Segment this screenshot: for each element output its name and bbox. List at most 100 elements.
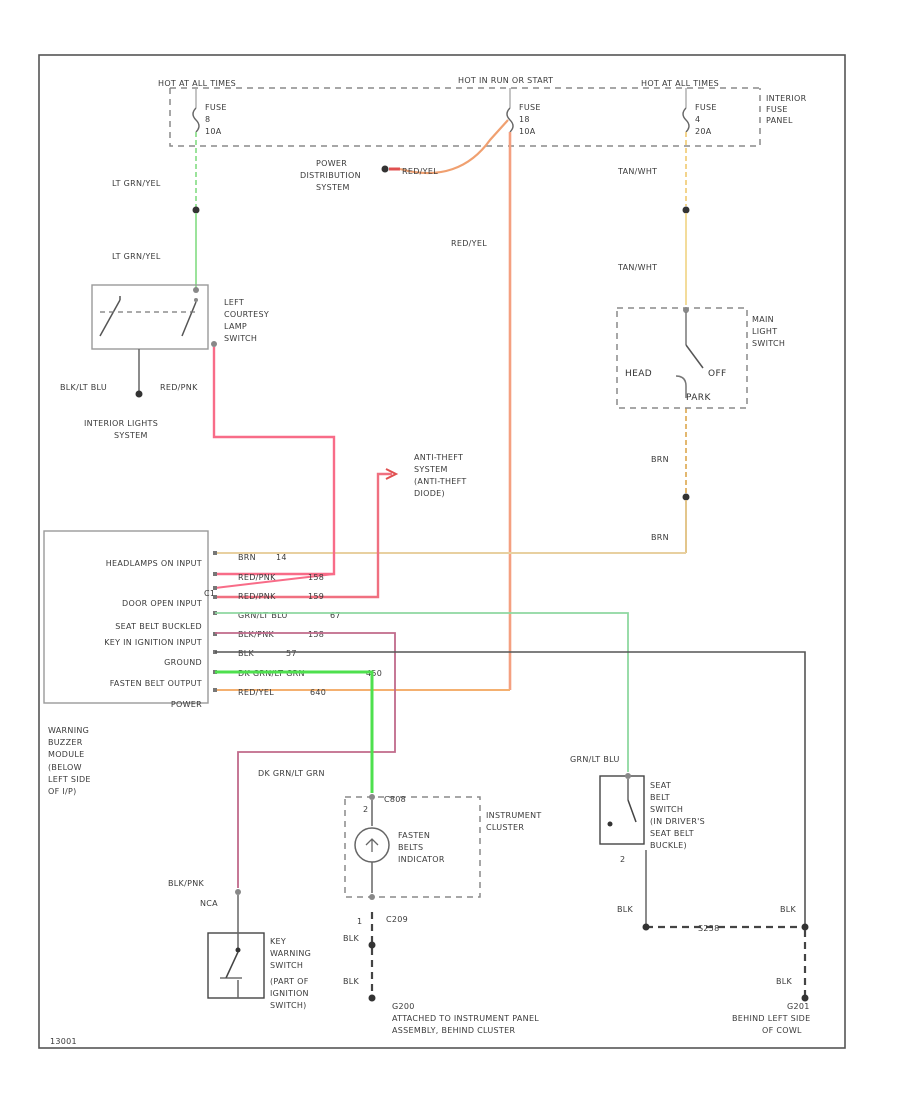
pin-wire-red-pnk-1: RED/PNK (238, 573, 276, 582)
pds-terminal (381, 165, 389, 173)
fasten-belts-label-3: INDICATOR (398, 855, 445, 864)
key-switch-conn: NCA (200, 899, 218, 908)
tan-wht-label-1: TAN/WHT (617, 167, 657, 176)
blk-label-e: BLK (776, 977, 793, 986)
fuse-8: FUSE 8 10A (192, 88, 226, 136)
ground-g201: G201 BEHIND LEFT SIDE OF COWL (732, 1002, 810, 1035)
pds-label-2: DISTRIBUTION (300, 171, 361, 180)
pin-wire-red-pnk-2: RED/PNK (238, 592, 276, 601)
key-switch-label-5: IGNITION (270, 989, 309, 998)
instrument-cluster: C808 2 FASTEN BELTS INDICATOR INSTRUMENT… (343, 794, 541, 1002)
panel-label-2: FUSE (766, 105, 788, 114)
key-switch-label-4: (PART OF (270, 977, 309, 986)
anti-theft-label-2: SYSTEM (414, 465, 448, 474)
pin-circuit-450: 450 (366, 669, 382, 678)
switch-park-label: PARK (686, 393, 711, 403)
pin-wire-red-yel: RED/YEL (238, 688, 274, 697)
panel-label-3: PANEL (766, 116, 793, 125)
pin-wire-brn: BRN (238, 553, 256, 562)
courtesy-label-4: SWITCH (224, 334, 257, 343)
key-switch-label-3: SWITCH (270, 961, 303, 970)
main-light-switch-label-3: SWITCH (752, 339, 785, 348)
dk-grn-lt-grn-wire (215, 670, 374, 793)
anti-theft-label-3: (ANTI-THEFT (414, 477, 467, 486)
module-input-seat-belt: SEAT BELT BUCKLED (115, 622, 202, 631)
courtesy-label-3: LAMP (224, 322, 247, 331)
blk-label-c: BLK (617, 905, 634, 914)
module-label-2: BUZZER (48, 738, 83, 747)
key-switch-label-1: KEY (270, 937, 286, 946)
fuse-18-label: FUSE (519, 103, 541, 112)
pin-circuit-640: 640 (310, 688, 326, 697)
pds-wire-label: RED/YEL (402, 167, 438, 176)
fuse-4-number: 4 (695, 115, 700, 124)
fasten-belts-label-1: FASTEN (398, 831, 430, 840)
grn-lt-blu-wire (215, 612, 629, 772)
module-label-6: OF I/P) (48, 787, 77, 796)
splice-s258: S258 (698, 924, 720, 933)
seat-belt-pin: 2 (620, 855, 625, 864)
interior-lights-label-1: INTERIOR LIGHTS (84, 419, 158, 428)
switch-off-label: OFF (708, 369, 727, 379)
module-input-key: KEY IN IGNITION INPUT (104, 638, 202, 647)
fuse-8-number: 8 (205, 115, 210, 124)
cluster-label-2: CLUSTER (486, 823, 524, 832)
key-switch-label-2: WARNING (270, 949, 311, 958)
blk-label-d: BLK (780, 905, 797, 914)
grn-lt-blu-label: GRN/LT BLU (570, 755, 620, 764)
blk-pnk-wire (215, 632, 396, 888)
g201-desc-1: BEHIND LEFT SIDE (732, 1014, 810, 1023)
anti-theft-label-1: ANTI-THEFT (414, 453, 463, 462)
hot-label-center: HOT IN RUN OR START (458, 76, 553, 85)
module-input-headlamps: HEADLAMPS ON INPUT (106, 559, 202, 568)
seat-belt-label-3: SWITCH (650, 805, 683, 814)
seat-belt-label-2: BELT (650, 793, 670, 802)
g201-label: G201 (787, 1002, 810, 1011)
fuse-18-number: 18 (519, 115, 530, 124)
g200-desc-2: ASSEMBLY, BEHIND CLUSTER (392, 1026, 515, 1035)
warning-buzzer-module: HEADLAMPS ON INPUT DOOR OPEN INPUT SEAT … (43, 530, 382, 796)
courtesy-label-2: COURTESY (224, 310, 269, 319)
anti-theft-label-4: DIODE) (414, 489, 445, 498)
blk-pnk-label: BLK/PNK (168, 879, 204, 888)
module-label-4: (BELOW (48, 763, 82, 772)
tan-wht-label-2: TAN/WHT (617, 263, 657, 272)
fuse-4-label: FUSE (695, 103, 717, 112)
seat-belt-label-1: SEAT (650, 781, 671, 790)
switch-head-label: HEAD (625, 369, 652, 379)
ground-g200: G200 ATTACHED TO INSTRUMENT PANEL ASSEMB… (392, 1002, 539, 1035)
module-label-3: MODULE (48, 750, 85, 759)
hot-label-left: HOT AT ALL TIMES (158, 79, 236, 88)
key-warning-switch: NCA KEY WARNING SWITCH (PART OF IGNITION… (200, 889, 311, 1010)
pin-circuit-57: 57 (286, 649, 297, 658)
module-input-ground: GROUND (164, 658, 202, 667)
diagram-code: 13001 (50, 1037, 77, 1046)
fuse-18-rating: 10A (519, 127, 536, 136)
hot-label-right: HOT AT ALL TIMES (641, 79, 719, 88)
brn-label-2: BRN (651, 533, 669, 542)
blk-label-b: BLK (343, 977, 360, 986)
tan-wht-brn-circuit: TAN/WHT TAN/WHT BRN BRN (215, 132, 690, 554)
seat-belt-label-6: BUCKLE) (650, 841, 687, 850)
seat-belt-label-4: (IN DRIVER'S (650, 817, 705, 826)
fuse-4-rating: 20A (695, 127, 712, 136)
red-yel-circuit: RED/YEL (215, 132, 512, 691)
cluster-conn-top: C808 (384, 795, 406, 804)
cluster-pin-top: 2 (363, 805, 368, 814)
fuse-18: FUSE 18 10A (506, 88, 541, 136)
cluster-pin-bot: 1 (357, 917, 362, 926)
panel-label-1: INTERIOR (766, 94, 807, 103)
key-switch-label-6: SWITCH) (270, 1001, 307, 1010)
blk-label-a: BLK (343, 934, 360, 943)
blk-ground-wire (215, 651, 806, 925)
pin-wire-grn-lt-blu: GRN/LT BLU (238, 611, 288, 620)
interior-fuse-panel: HOT AT ALL TIMES HOT IN RUN OR START HOT… (158, 76, 807, 147)
g201-desc-2: OF COWL (762, 1026, 802, 1035)
seat-belt-label-5: SEAT BELT (650, 829, 694, 838)
main-light-switch-label-1: MAIN (752, 315, 774, 324)
g200-label: G200 (392, 1002, 415, 1011)
pin-circuit-14: 14 (276, 553, 287, 562)
red-pnk-wire-link (214, 573, 335, 589)
blk-lt-blu-label: BLK/LT BLU (60, 383, 107, 392)
